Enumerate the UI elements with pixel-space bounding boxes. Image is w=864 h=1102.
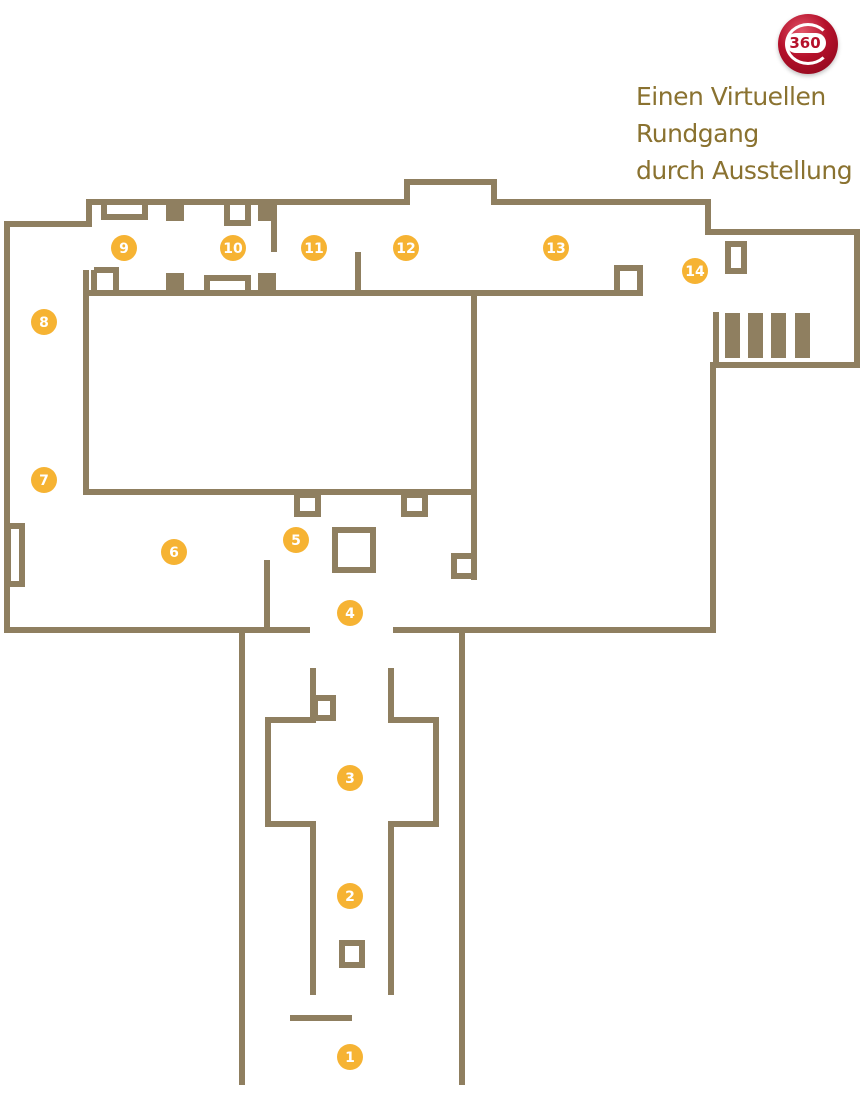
room-marker-3[interactable]: 3 — [337, 765, 363, 791]
marker-label: 2 — [345, 889, 355, 905]
room-marker-11[interactable]: 11 — [301, 235, 327, 261]
badge-pill — [786, 33, 826, 53]
room-marker-4[interactable]: 4 — [337, 600, 363, 626]
inner-block-wall — [83, 270, 477, 580]
marker-circle — [111, 235, 137, 261]
display-case — [5, 523, 25, 587]
marker-circle — [31, 309, 57, 335]
marker-circle — [337, 883, 363, 909]
pillar — [166, 204, 184, 221]
badge-label: 360 — [789, 34, 821, 52]
room-marker-6[interactable]: 6 — [161, 539, 187, 565]
marker-circle — [301, 235, 327, 261]
pillar — [401, 492, 428, 517]
display-case — [339, 940, 365, 968]
marker-circle — [393, 235, 419, 261]
room-marker-5[interactable]: 5 — [283, 527, 309, 553]
display-case — [101, 205, 148, 220]
display-case — [204, 275, 251, 293]
marker-label: 13 — [546, 241, 565, 257]
marker-label: 9 — [119, 241, 129, 257]
marker-label: 6 — [169, 545, 179, 561]
corridor-inner-right — [388, 668, 439, 995]
marker-label: 4 — [345, 606, 355, 622]
marker-circle — [337, 1044, 363, 1070]
room-marker-1[interactable]: 1 — [337, 1044, 363, 1070]
corridor-inner-left — [265, 668, 316, 995]
marker-circle — [337, 765, 363, 791]
marker-circle — [337, 600, 363, 626]
pillar — [451, 553, 477, 579]
tour-caption[interactable]: Einen Virtuellen Rundgang durch Ausstell… — [636, 78, 853, 189]
outer-wall — [4, 179, 860, 633]
tour-caption-line: durch Ausstellung — [636, 156, 853, 185]
display-case — [725, 241, 747, 274]
walls — [4, 179, 860, 1085]
inner-top-wall — [86, 265, 643, 296]
marker-label: 1 — [345, 1050, 355, 1066]
bench — [771, 313, 786, 358]
pillar — [258, 204, 276, 221]
room-marker-14[interactable]: 14 — [682, 258, 708, 284]
marker-label: 11 — [304, 241, 323, 257]
pillar — [294, 492, 321, 517]
marker-circle — [31, 467, 57, 493]
pillar — [312, 695, 336, 721]
pillar — [166, 273, 184, 291]
room-marker-10[interactable]: 10 — [220, 235, 246, 261]
marker-circle — [220, 235, 246, 261]
marker-circle — [543, 235, 569, 261]
bench — [748, 313, 763, 358]
bench — [795, 313, 810, 358]
marker-label: 8 — [39, 315, 49, 331]
marker-label: 5 — [291, 533, 301, 549]
marker-label: 10 — [223, 241, 243, 257]
tour-caption-line: Rundgang — [636, 119, 759, 148]
marker-circle — [283, 527, 309, 553]
bench — [725, 313, 740, 358]
room-marker-7[interactable]: 7 — [31, 467, 57, 493]
marker-label: 7 — [39, 473, 49, 489]
marker-circle — [682, 258, 708, 284]
pillar — [258, 273, 276, 291]
room-marker-13[interactable]: 13 — [543, 235, 569, 261]
room-marker-12[interactable]: 12 — [393, 235, 419, 261]
display-case — [224, 205, 251, 226]
room-marker-8[interactable]: 8 — [31, 309, 57, 335]
marker-label: 14 — [685, 264, 705, 280]
marker-label: 12 — [396, 241, 415, 257]
marker-circle — [161, 539, 187, 565]
tour-caption-line: Einen Virtuellen — [636, 82, 826, 111]
360-icon[interactable]: 360 — [778, 14, 838, 74]
room-marker-9[interactable]: 9 — [111, 235, 137, 261]
display-case — [332, 527, 376, 573]
pillar — [91, 267, 119, 296]
room-marker-2[interactable]: 2 — [337, 883, 363, 909]
marker-label: 3 — [345, 771, 355, 787]
